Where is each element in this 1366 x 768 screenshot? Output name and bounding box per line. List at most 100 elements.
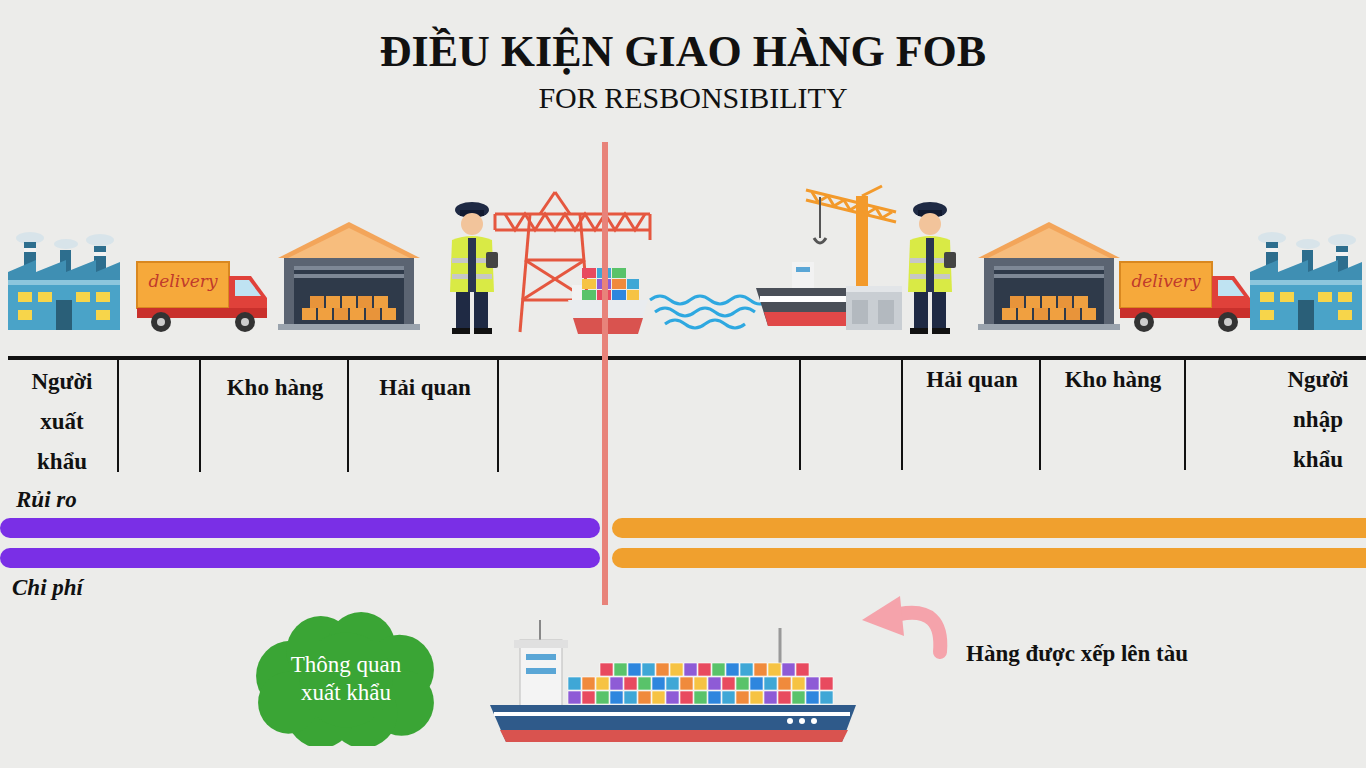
- container-block: [628, 663, 641, 676]
- loaded-ship: [811, 718, 817, 724]
- column-label: Hải quan: [903, 360, 1041, 400]
- ship-arriving: [792, 262, 814, 288]
- container-block: [778, 677, 791, 690]
- container-block: [596, 677, 609, 690]
- cost-bar-buyer: [622, 548, 1366, 568]
- port-crane-orange: [819, 197, 821, 238]
- ship-at-port: [572, 285, 582, 300]
- container-block: [750, 691, 763, 704]
- loaded-ship: [799, 718, 805, 724]
- subtitle: FOR RESBONSIBILITY: [10, 80, 1366, 116]
- loaded-ship: [779, 628, 782, 665]
- timeline-baseline: [8, 356, 1366, 360]
- container-block: [764, 677, 777, 690]
- container-block: [568, 677, 581, 690]
- sea-waves: [650, 296, 768, 328]
- container-block: [740, 663, 753, 676]
- ship-at-port: [612, 279, 626, 289]
- title: ĐIỀU KIỆN GIAO HÀNG FOB: [0, 26, 1366, 78]
- container-block: [614, 663, 627, 676]
- container-block: [698, 663, 711, 676]
- ship-at-port: [582, 279, 596, 289]
- container-block: [820, 691, 833, 704]
- container-block: [666, 677, 679, 690]
- column-label: Kho hàng: [200, 368, 350, 408]
- ship-arriving: [760, 296, 852, 302]
- container-block: [680, 691, 693, 704]
- ship-at-port: [582, 268, 596, 278]
- importer-truck: [1120, 262, 1250, 332]
- ship-at-port: [627, 290, 639, 300]
- port-crane-red: [525, 260, 588, 300]
- container-block: [670, 663, 683, 676]
- ship-at-port: [612, 268, 626, 278]
- timeline-ticks: [117, 358, 119, 472]
- container-block: [568, 691, 581, 704]
- container-block: [638, 677, 651, 690]
- column-label: Hải quan: [350, 368, 500, 408]
- loaded-ship: [568, 663, 833, 704]
- pink-arrow: [900, 613, 940, 652]
- row-label: Rủi ro: [16, 482, 136, 518]
- ship-arriving: [764, 312, 850, 326]
- loaded-ship: [494, 712, 850, 716]
- container-block: [582, 677, 595, 690]
- container-block: [722, 691, 735, 704]
- container-block: [708, 691, 721, 704]
- container-block: [694, 677, 707, 690]
- transfer-point-line: [602, 142, 608, 605]
- ship-arriving: [756, 262, 856, 326]
- container-block: [652, 677, 665, 690]
- container-block: [782, 663, 795, 676]
- container-block: [820, 677, 833, 690]
- container-block: [712, 663, 725, 676]
- container-block: [792, 691, 805, 704]
- container-block: [610, 677, 623, 690]
- ship-at-port: [582, 290, 596, 300]
- loaded-ship: [490, 705, 856, 742]
- timeline-ticks: [1039, 358, 1041, 470]
- port-crane-orange: [814, 238, 826, 243]
- container-block: [680, 677, 693, 690]
- loaded-ship: [500, 730, 848, 742]
- port-crane-orange: [852, 300, 868, 324]
- port-crane-red: [525, 259, 585, 262]
- loaded-ship: [526, 654, 556, 660]
- container-block: [624, 677, 637, 690]
- exporter-factory: [8, 232, 120, 330]
- importer-customs-officer: [908, 202, 956, 334]
- loaded-ship: [539, 620, 541, 640]
- sea-waves: [655, 308, 755, 316]
- exporter-customs-officer: [450, 202, 498, 334]
- container-block: [722, 677, 735, 690]
- port-crane-orange: [806, 186, 902, 330]
- column-label: Người nhập khẩu: [1280, 360, 1356, 480]
- ship-at-port: [627, 279, 639, 289]
- risk-bar-buyer: [622, 518, 1366, 538]
- container-block: [806, 677, 819, 690]
- timeline-ticks: [901, 358, 903, 470]
- container-block: [806, 691, 819, 704]
- exporter-warehouse: [278, 222, 420, 330]
- pink-arrow: [862, 596, 904, 636]
- port-crane-orange: [878, 300, 894, 324]
- timeline-ticks: [347, 358, 349, 472]
- container-block: [778, 691, 791, 704]
- container-block: [596, 691, 609, 704]
- loaded-ship: [526, 668, 556, 674]
- container-block: [764, 691, 777, 704]
- container-block: [638, 691, 651, 704]
- container-block: [642, 663, 655, 676]
- container-block: [582, 691, 595, 704]
- container-block: [796, 663, 809, 676]
- sea-waves: [665, 320, 745, 328]
- column-label: Kho hàng: [1041, 360, 1185, 400]
- port-crane-red: [555, 192, 570, 214]
- loaded-ship: [514, 640, 568, 648]
- container-block: [708, 677, 721, 690]
- timeline-ticks: [118, 358, 1185, 472]
- risk-bar-seller: [10, 518, 590, 538]
- container-block: [736, 691, 749, 704]
- exporter-truck: [137, 262, 267, 332]
